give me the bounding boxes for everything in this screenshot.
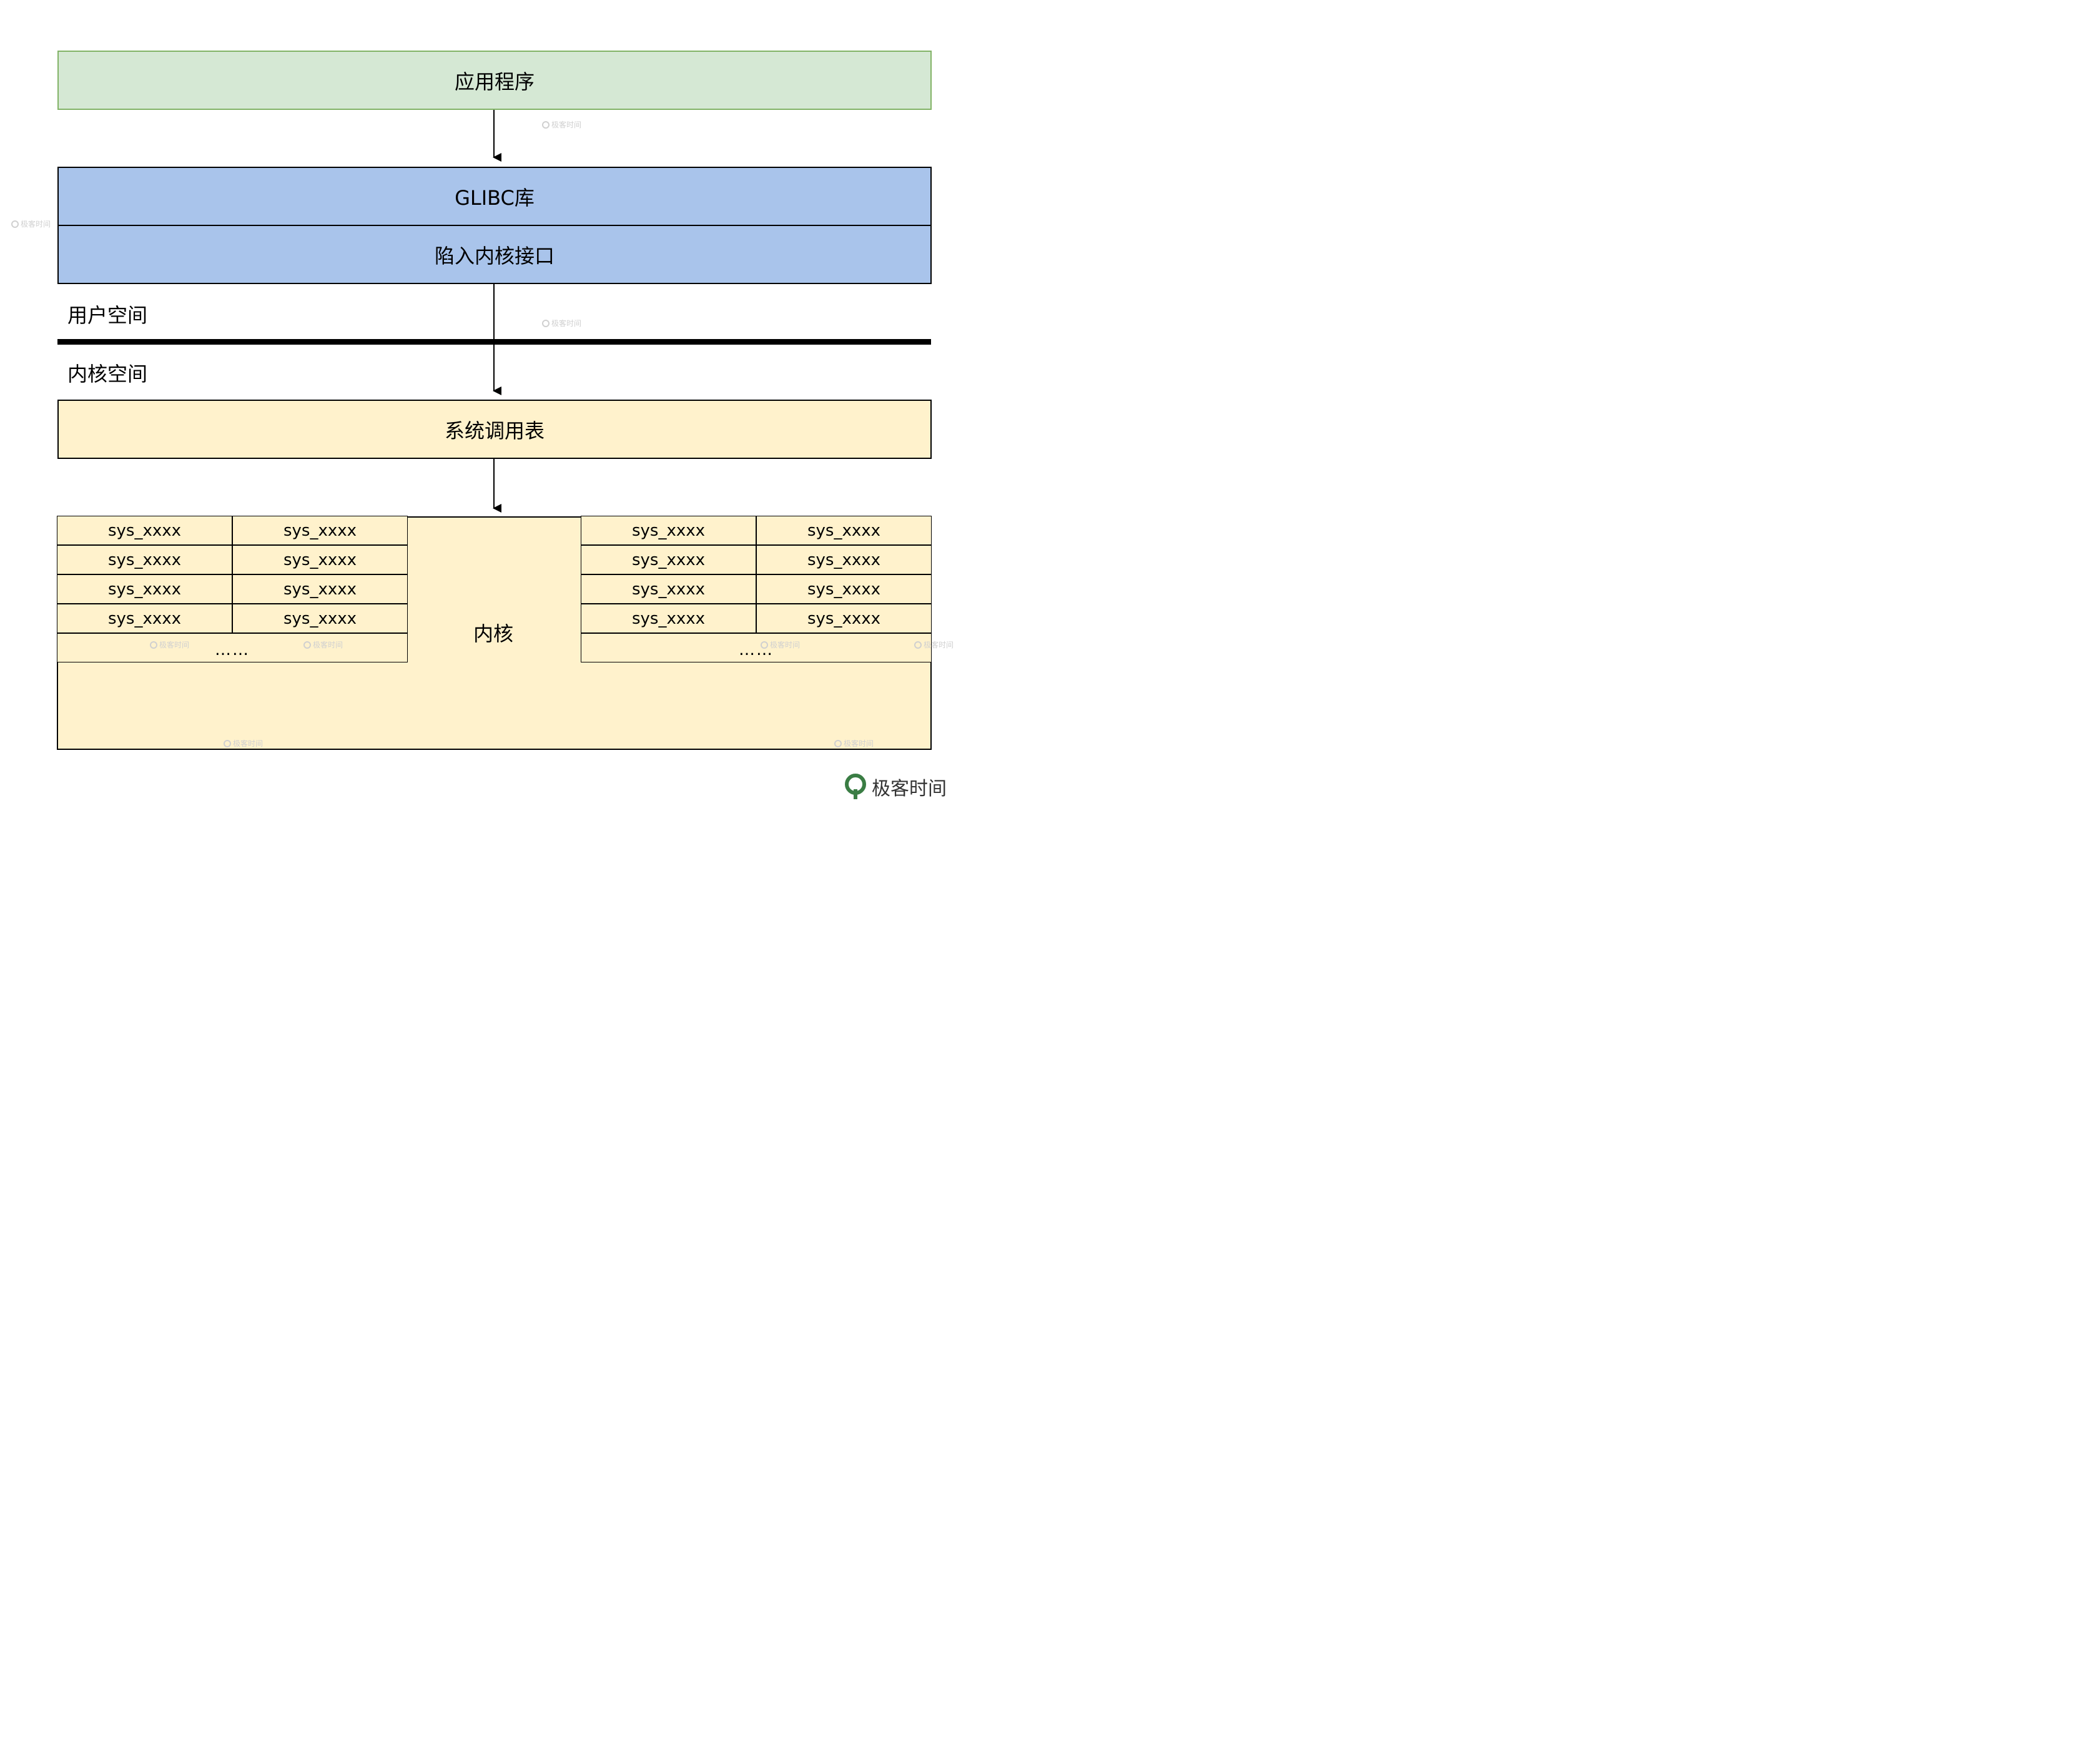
user-kernel-divider <box>57 339 931 345</box>
syscall-cell: sys_xxxx <box>581 516 756 545</box>
kernel-label: 内核 <box>473 622 513 646</box>
watermark: 极客时间 <box>542 119 581 130</box>
syscall-ellipsis-left: …… <box>57 633 408 662</box>
syscall-cell: sys_xxxx <box>232 545 408 574</box>
syscall-table-box: 系统调用表 <box>57 400 932 459</box>
watermark-logo-icon <box>914 641 922 649</box>
glibc-label: GLIBC库 <box>455 185 535 210</box>
syscall-cell: sys_xxxx <box>57 604 232 633</box>
syscall-cell: sys_xxxx <box>57 516 232 545</box>
watermark-logo-icon <box>761 641 768 649</box>
trap-interface-label: 陷入内核接口 <box>434 244 555 268</box>
syscall-cell: sys_xxxx <box>57 545 232 574</box>
syscall-cell: sys_xxxx <box>232 574 408 604</box>
watermark: 极客时间 <box>224 738 263 749</box>
watermark-logo-icon <box>303 641 311 649</box>
application-label: 应用程序 <box>454 69 535 94</box>
glibc-box: GLIBC库 <box>57 167 932 226</box>
watermark: 极客时间 <box>542 318 581 328</box>
watermark: 极客时间 <box>914 639 954 650</box>
watermark: 极客时间 <box>150 639 189 650</box>
syscall-cell: sys_xxxx <box>57 574 232 604</box>
watermark-logo-icon <box>11 220 19 228</box>
syscall-cell: sys_xxxx <box>756 604 932 633</box>
brand-logo: 极客时间 <box>844 773 947 800</box>
syscall-cell: sys_xxxx <box>232 604 408 633</box>
watermark-logo-icon <box>542 121 550 129</box>
watermark-logo-icon <box>150 641 157 649</box>
kernel-space-label: 内核空间 <box>67 362 148 386</box>
user-space-label: 用户空间 <box>67 303 148 327</box>
watermark: 极客时间 <box>761 639 800 650</box>
syscall-cell: sys_xxxx <box>756 545 932 574</box>
syscall-cell: sys_xxxx <box>232 516 408 545</box>
syscall-ellipsis-right: …… <box>581 633 932 662</box>
watermark: 极客时间 <box>11 219 51 229</box>
syscall-cell: sys_xxxx <box>581 545 756 574</box>
watermark-logo-icon <box>542 319 550 327</box>
trap-interface-box: 陷入内核接口 <box>57 225 932 284</box>
brand-name: 极客时间 <box>872 778 947 800</box>
application-box: 应用程序 <box>57 51 932 110</box>
watermark: 极客时间 <box>834 738 874 749</box>
syscall-cell: sys_xxxx <box>581 574 756 604</box>
syscall-cell: sys_xxxx <box>756 516 932 545</box>
syscall-group-right: sys_xxxx sys_xxxx sys_xxxx sys_xxxx sys_… <box>581 516 932 663</box>
watermark-logo-icon <box>224 739 231 747</box>
syscall-table-label: 系统调用表 <box>444 418 545 443</box>
watermark: 极客时间 <box>303 639 343 650</box>
syscall-cell: sys_xxxx <box>756 574 932 604</box>
watermark-logo-icon <box>834 739 842 747</box>
syscall-group-left: sys_xxxx sys_xxxx sys_xxxx sys_xxxx sys_… <box>57 516 408 663</box>
syscall-cell: sys_xxxx <box>581 604 756 633</box>
geektime-logo-icon <box>845 774 866 799</box>
